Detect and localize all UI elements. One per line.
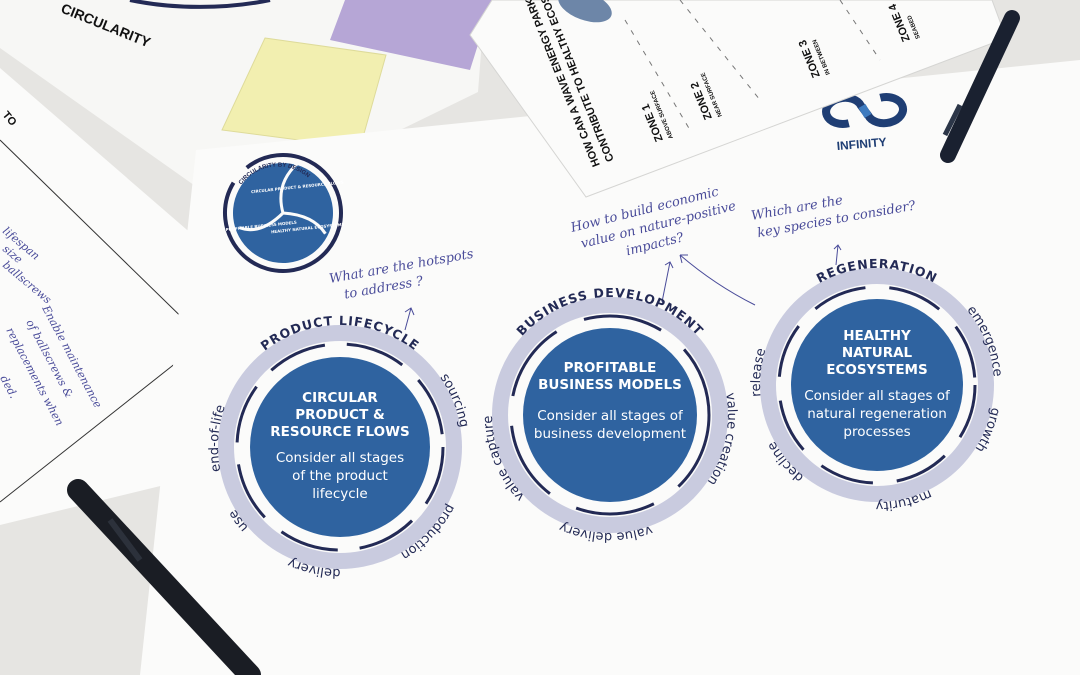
main-sheet: INFINITY CIRCULARITY BY DESIGN CIRCULAR … [140,60,1080,675]
pen-top-right [940,10,1020,163]
circularity-logo: CIRCULARITY BY DESIGN CIRCULAR PRODUCT &… [223,153,345,273]
brand-name: INFINITY [836,135,887,153]
circle-business-development: BUSINESS DEVELOPMENT value creation valu… [481,285,739,544]
buoy-illustration [558,0,612,23]
infinity-logo: INFINITY [822,93,907,153]
pen-bottom-left [67,479,261,675]
circle-product-lifecycle: PRODUCT LIFECYCLE sourcing production de… [207,313,471,580]
sticky-note-purple [330,0,492,70]
